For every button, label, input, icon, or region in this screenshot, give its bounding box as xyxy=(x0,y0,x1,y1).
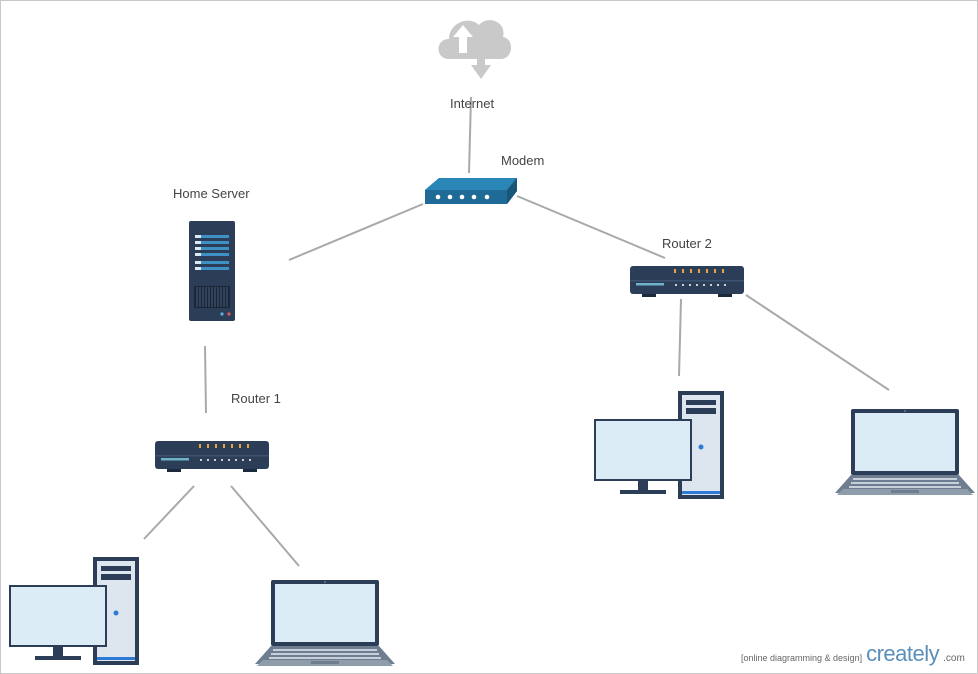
connector-lines xyxy=(143,96,890,567)
internet-label: Internet xyxy=(450,96,495,111)
connector-router1-laptop xyxy=(230,485,300,567)
laptop-icon xyxy=(255,580,395,666)
home-server-label: Home Server xyxy=(173,186,250,201)
watermark-brand: creately xyxy=(866,641,940,666)
connector-router2-desktop xyxy=(678,298,682,377)
watermark-tagline: [online diagramming & design] xyxy=(741,653,863,663)
connector-router2-laptop xyxy=(745,294,890,391)
desktop-computer-icon xyxy=(9,557,139,665)
router2-label: Router 2 xyxy=(662,236,712,251)
connector-router1-desktop xyxy=(143,485,195,540)
router1-label: Router 1 xyxy=(231,391,281,406)
creately-watermark[interactable]: [online diagramming & design] creately .… xyxy=(741,641,965,667)
watermark-tld: .com xyxy=(943,653,965,664)
cloud-upload-download-icon xyxy=(438,20,512,79)
connector-internet-modem xyxy=(468,96,472,174)
modem-icon xyxy=(425,178,517,204)
connector-modem-router2 xyxy=(516,195,666,259)
server-tower-icon xyxy=(189,221,235,321)
connector-modem-server xyxy=(288,203,424,261)
laptop-icon xyxy=(835,409,975,495)
router-icon xyxy=(630,266,744,297)
modem-label: Modem xyxy=(501,153,545,168)
connector-server-router1 xyxy=(204,345,207,414)
router-icon xyxy=(155,441,269,472)
desktop-computer-icon xyxy=(594,391,724,499)
